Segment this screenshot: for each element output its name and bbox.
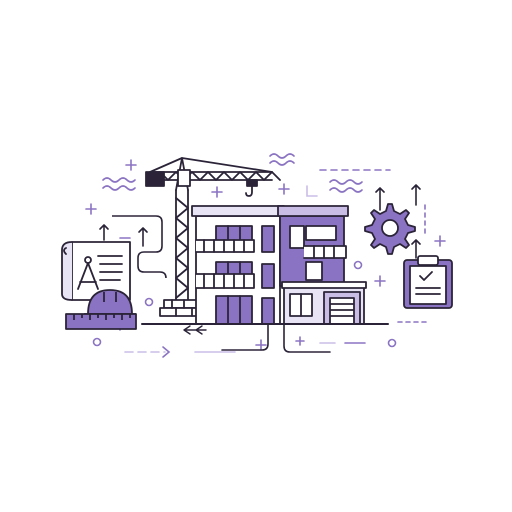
compass-drawing-icon — [77, 256, 99, 290]
ground-arrows — [183, 325, 207, 335]
cable-line — [112, 215, 167, 279]
gear-icon — [364, 203, 416, 255]
ruler-icon — [65, 313, 137, 330]
pipe-lines — [221, 323, 331, 353]
clipboard-checklist-icon — [403, 255, 453, 309]
blueprint-icon — [61, 241, 131, 301]
garage-door-icon — [323, 291, 361, 325]
building-icon — [191, 205, 367, 325]
decorations — [85, 153, 446, 358]
up-arrows — [99, 184, 421, 259]
tower-crane-icon — [145, 157, 281, 317]
